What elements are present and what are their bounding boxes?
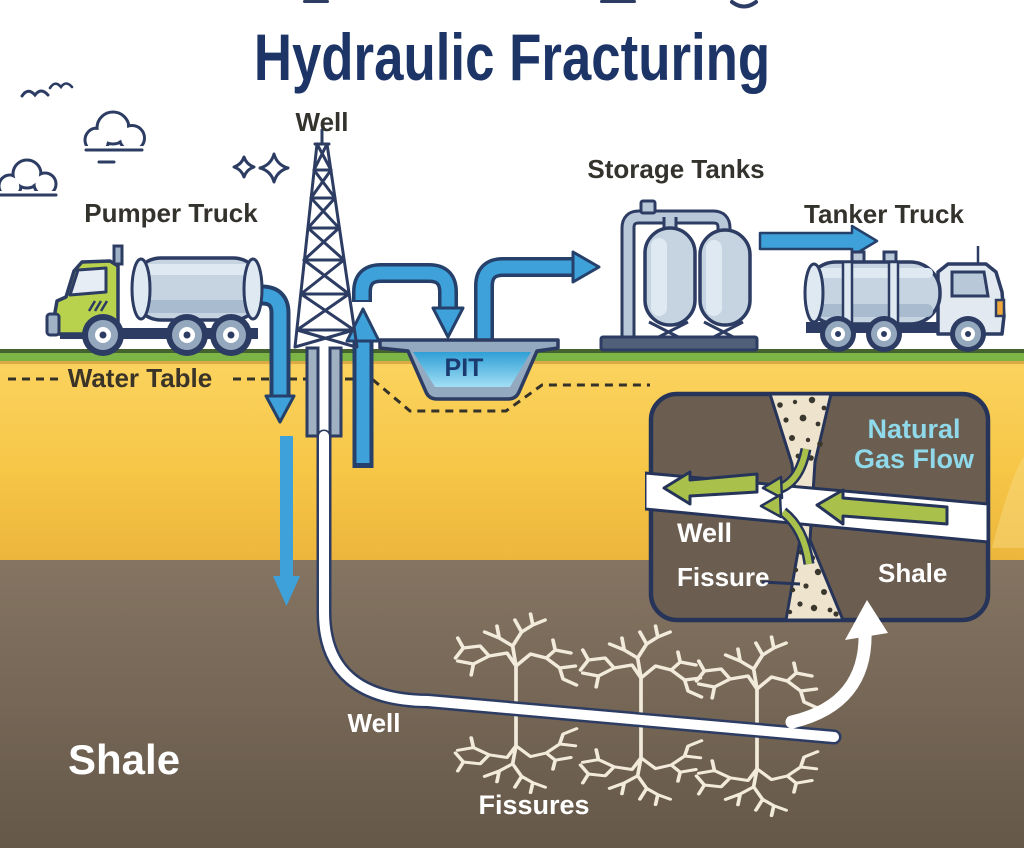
tank-cap-left	[803, 262, 825, 324]
cloud-2	[0, 158, 58, 199]
tank-shadow	[813, 304, 933, 317]
tank-1-highlight	[651, 238, 667, 316]
cab-hash	[87, 300, 109, 312]
bird-2	[48, 82, 74, 90]
platform	[599, 335, 759, 352]
well-to-pit	[355, 266, 455, 310]
tank-ring-1	[841, 260, 854, 326]
cloud-1	[83, 110, 146, 164]
top-edge-mark-3	[730, 0, 758, 9]
well-bottom-label: Well	[347, 708, 401, 738]
marker-light	[994, 298, 1006, 318]
well-to-pit-head	[431, 306, 465, 339]
sparkle-big	[258, 152, 290, 184]
top-edge-mark-1	[303, 0, 329, 3]
tank-ring-2	[887, 260, 900, 326]
tank-2-highlight	[706, 240, 722, 316]
down-arrow-2	[273, 436, 300, 606]
pumper-truck	[45, 244, 264, 356]
tanker-truck	[803, 246, 1006, 352]
bird-1	[20, 89, 50, 98]
water-table-line	[8, 377, 650, 413]
pipe-fill	[319, 431, 839, 742]
storage-tanks-label: Storage Tanks	[587, 154, 765, 184]
tank-legs	[648, 320, 744, 344]
shale-label: Shale	[68, 736, 181, 783]
tank-cap-right	[242, 257, 264, 321]
well-bore	[319, 348, 329, 438]
fissures-label: Fissures	[478, 790, 590, 820]
bumper	[45, 312, 61, 337]
inset-well-label: Well	[677, 518, 733, 548]
natural-gas-flow-label: Natural Gas Flow	[853, 414, 975, 475]
pit-to-tanks-head	[571, 250, 601, 284]
tank-highlight	[140, 264, 254, 275]
tank-cap-left	[130, 257, 152, 321]
casing-left	[305, 346, 320, 438]
well-pipe	[316, 429, 842, 745]
well-casings	[305, 346, 343, 438]
soil-highlight	[992, 456, 1024, 548]
tanker-truck-label: Tanker Truck	[804, 199, 964, 229]
tanks-to-truck-arrow	[758, 224, 879, 258]
water-table-label: Water Table	[67, 363, 213, 393]
top-edge-mark-2	[600, 0, 636, 3]
inset-fissure-label: Fissure	[677, 562, 770, 592]
fissure-speckles	[777, 396, 839, 617]
pumper-truck-label: Pumper Truck	[84, 198, 258, 228]
pit-water	[413, 352, 531, 387]
storage-tanks	[599, 199, 759, 352]
pit-to-tanks	[477, 260, 573, 352]
casing-right	[328, 346, 343, 438]
sparkle-small	[232, 155, 256, 179]
inset-shale-label: Shale	[878, 558, 948, 588]
down-arrowhead	[264, 394, 296, 424]
chassis	[60, 328, 258, 339]
exhaust-pipe	[112, 244, 124, 266]
well-top-label: Well	[295, 107, 349, 137]
tank-shadow	[140, 300, 254, 313]
page-title: Hydraulic Fracturing	[253, 20, 771, 94]
wheels	[82, 314, 252, 356]
well-derrick	[293, 128, 359, 349]
inset-panel	[645, 391, 991, 623]
pipe-flange	[639, 199, 657, 215]
surface-flow-arrows	[352, 224, 879, 352]
pit	[378, 338, 560, 401]
fissure-pointer-line	[761, 580, 801, 586]
pit-label: PIT	[444, 354, 484, 382]
tank-highlight	[813, 268, 933, 278]
wheels	[820, 316, 986, 352]
sky-decor	[0, 0, 758, 199]
inset-pointer-arrow	[785, 600, 888, 729]
gas-flow-arrows	[662, 447, 949, 565]
cab-window	[68, 266, 108, 297]
cab-window	[950, 270, 990, 298]
